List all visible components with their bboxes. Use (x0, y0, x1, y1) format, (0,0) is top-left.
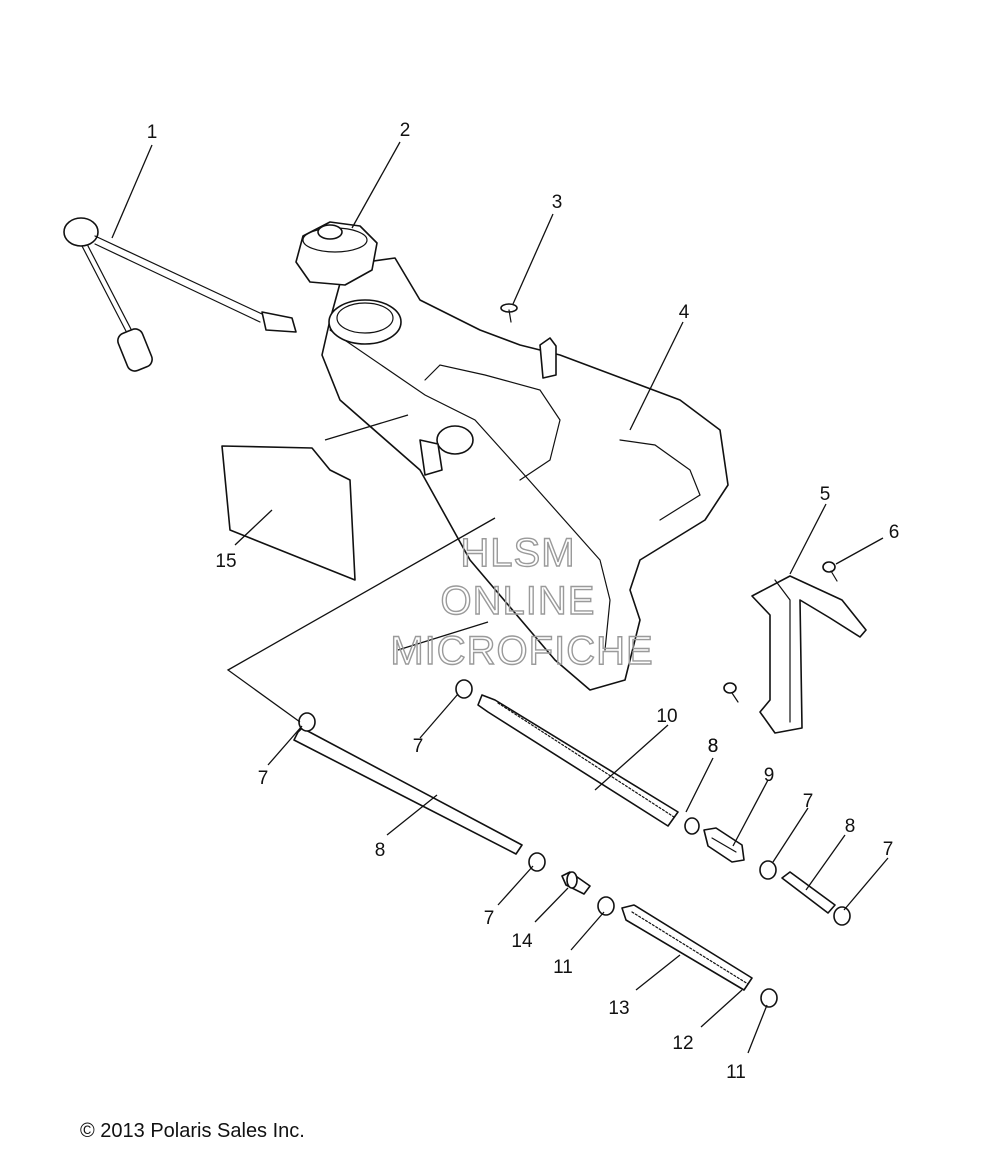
callout-2: 2 (400, 120, 411, 141)
callout-8-a: 8 (708, 736, 719, 757)
part-14-fitting (561, 871, 591, 895)
callout-1: 1 (147, 122, 158, 143)
part-1-fuel-sender (63, 217, 297, 372)
callout-10: 10 (656, 706, 677, 727)
watermark-line3: MICROFICHE (390, 629, 653, 673)
copyright-notice: © 2013 Polaris Sales Inc. (80, 1120, 305, 1142)
callout-8-d: 8 (375, 840, 386, 861)
part-9-fuel-filter (703, 827, 745, 863)
callout-7-c: 7 (484, 908, 495, 929)
watermark-line1: HLSM (460, 531, 575, 575)
callout-13: 13 (608, 998, 629, 1019)
part-8-hose-short (781, 871, 836, 914)
part-13-braided-hose (621, 904, 753, 991)
part-8-hose-long (293, 727, 523, 855)
callout-7-e: 7 (883, 839, 894, 860)
bracket-screw (723, 682, 739, 703)
callout-3: 3 (552, 192, 563, 213)
callout-12: 12 (672, 1033, 693, 1054)
watermark: HLSM ONLINE MICROFICHE (390, 530, 654, 673)
callout-15: 15 (215, 551, 236, 572)
callout-8-c: 8 (708, 736, 719, 757)
part-3-bolt (500, 303, 518, 323)
part-2-fuel-cap (295, 221, 378, 286)
callout-11-a: 11 (553, 957, 573, 978)
part-15-shield (221, 445, 356, 581)
callout-14: 14 (511, 931, 533, 952)
callout-7-a: 7 (413, 736, 424, 757)
part-5-bracket (751, 575, 867, 734)
part-6-screw (822, 561, 838, 582)
callout-5: 5 (820, 484, 831, 505)
callout-11-b: 11 (726, 1062, 746, 1083)
part-4-fuel-tank (321, 257, 729, 691)
callout-9: 9 (764, 765, 775, 786)
callout-7-d: 7 (803, 791, 814, 812)
hose-clamps (298, 679, 851, 1008)
part-10-braided-hose (477, 694, 679, 827)
callout-6: 6 (889, 522, 900, 543)
leader-lines (111, 141, 889, 1054)
callout-7-b: 7 (258, 768, 269, 789)
watermark-line2: ONLINE (441, 579, 596, 623)
callout-4: 4 (679, 302, 690, 323)
callout-8-b: 8 (845, 816, 856, 837)
callouts: 1 2 3 4 5 6 7 7 7 7 7 8 8 8 8 9 10 11 11… (147, 120, 900, 1083)
